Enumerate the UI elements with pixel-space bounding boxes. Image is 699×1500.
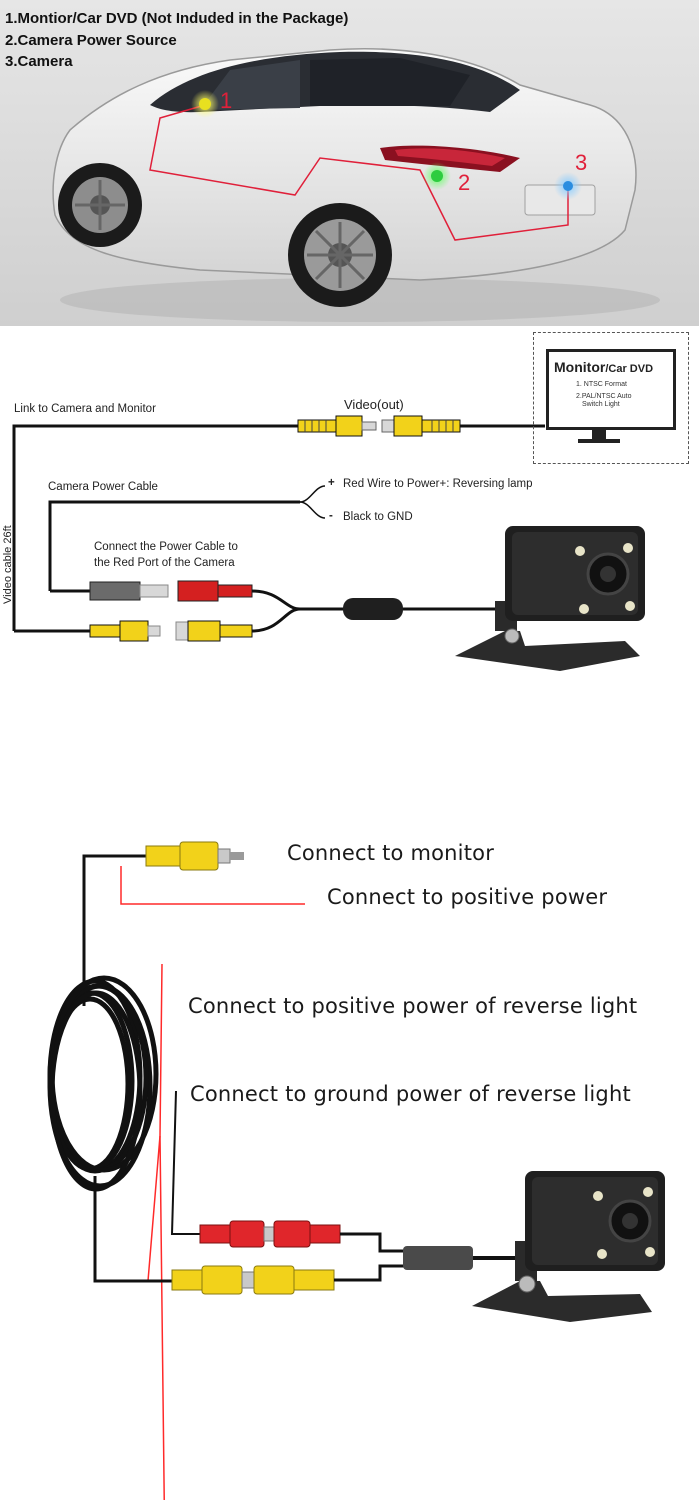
- marker-number-3: 3: [575, 150, 588, 175]
- connect-note-line-1: Connect the Power Cable to: [94, 541, 238, 553]
- monitor-screen: [546, 349, 676, 430]
- legend-monitor: 1.Montior/Car DVD (Not Induded in the Pa…: [5, 10, 349, 27]
- monitor-spec-2a: 2.PAL/NTSC Auto: [576, 393, 632, 400]
- label-connect-positive-power: Connect to positive power: [327, 885, 608, 909]
- legend-power-source: 2.Camera Power Source: [5, 32, 177, 49]
- cable-connection-panel: Connect to monitor Connect to positive p…: [0, 706, 699, 1500]
- legend-camera: 3.Camera: [5, 53, 73, 70]
- label-reverse-positive: Connect to positive power of reverse lig…: [188, 994, 638, 1018]
- monitor-spec-1: 1. NTSC Format: [576, 381, 627, 388]
- monitor-box: Monitor/Car DVD 1. NTSC Format 2.PAL/NTS…: [533, 332, 689, 464]
- wiring-lines: [12, 415, 645, 671]
- power-cable-label: Camera Power Cable: [48, 481, 158, 493]
- minus-sign: -: [329, 510, 333, 522]
- marker-number-1: 1: [220, 88, 233, 113]
- car-illustration: [0, 0, 699, 326]
- video-cable-label: Video cable 26ft: [2, 525, 14, 604]
- label-reverse-ground: Connect to ground power of reverse light: [190, 1082, 631, 1106]
- link-label: Link to Camera and Monitor: [14, 403, 156, 415]
- monitor-spec-2b: Switch Light: [582, 401, 620, 408]
- car-installation-panel: 1.Montior/Car DVD (Not Induded in the Pa…: [0, 0, 699, 326]
- wiring-diagram-panel: Monitor/Car DVD 1. NTSC Format 2.PAL/NTS…: [0, 326, 699, 706]
- cable-illustration: [47, 841, 665, 1500]
- red-wire-label: Red Wire to Power+: Reversing lamp: [343, 478, 533, 490]
- label-connect-monitor: Connect to monitor: [287, 841, 495, 865]
- black-wire-label: Black to GND: [343, 511, 413, 523]
- plus-sign: +: [328, 477, 335, 489]
- camera-illustration-bottom: [472, 1171, 665, 1322]
- connect-note-line-2: the Red Port of the Camera: [94, 557, 235, 569]
- marker-number-2: 2: [458, 170, 471, 195]
- video-out-label: Video(out): [344, 397, 404, 412]
- monitor-title: Monitor/Car DVD: [554, 359, 654, 375]
- camera-illustration-top: [455, 526, 645, 671]
